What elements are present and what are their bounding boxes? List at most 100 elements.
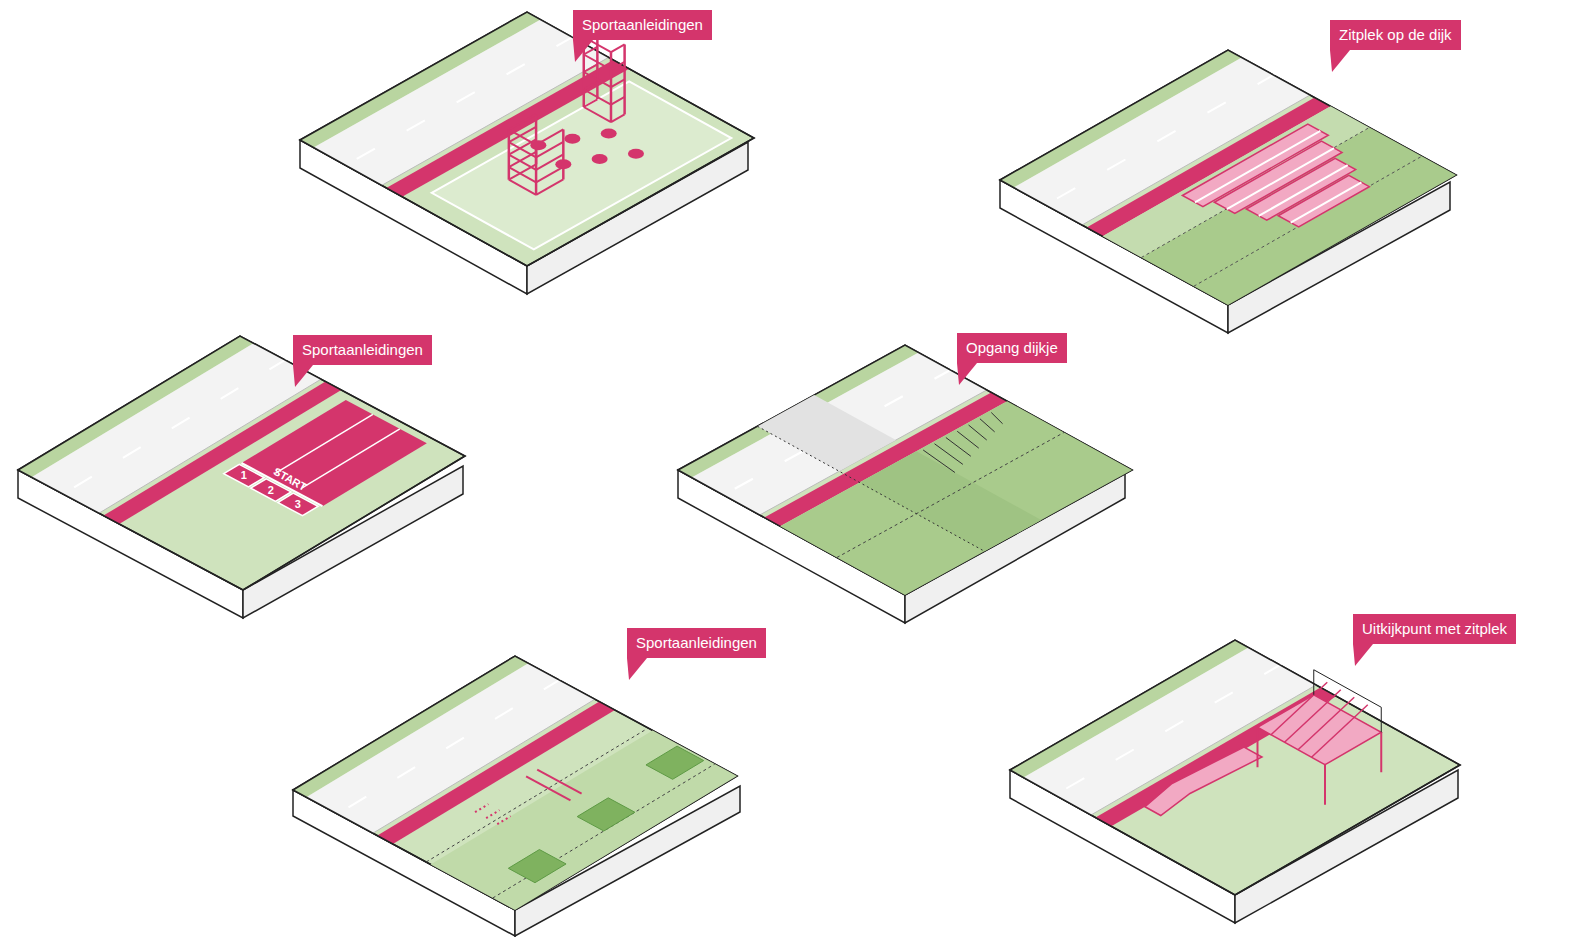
tile-outline bbox=[678, 345, 1132, 595]
exercise-mark bbox=[486, 810, 499, 818]
tile bbox=[1000, 50, 1456, 333]
platform-seat bbox=[1312, 705, 1368, 758]
tile-top bbox=[678, 345, 1132, 595]
stepping-dot bbox=[555, 159, 571, 169]
callout-box: Uitkijkpunt met zitplek bbox=[1353, 614, 1516, 644]
sport-frame bbox=[611, 79, 625, 87]
ramp bbox=[1145, 747, 1262, 816]
sport-frame bbox=[509, 127, 536, 142]
stepping-dot bbox=[530, 140, 546, 150]
callout-box: Opgang dijkje bbox=[957, 333, 1067, 363]
sport-frame bbox=[584, 99, 598, 107]
tile-outline bbox=[18, 336, 465, 590]
road-marking bbox=[1066, 778, 1084, 788]
stair-step bbox=[991, 413, 1002, 424]
road-marking bbox=[397, 767, 415, 778]
road-marking bbox=[507, 64, 525, 74]
road-marking bbox=[457, 92, 475, 102]
platform-seat bbox=[1271, 682, 1327, 735]
dike-line bbox=[493, 764, 715, 898]
sport-frame bbox=[584, 107, 611, 122]
platform-leg bbox=[1380, 732, 1382, 772]
road-marking bbox=[172, 418, 190, 429]
exercise-mark bbox=[537, 770, 581, 794]
sport-frame bbox=[611, 62, 625, 70]
sport-frame bbox=[584, 82, 598, 90]
tile-top bbox=[1010, 640, 1460, 895]
road-marking bbox=[357, 149, 375, 159]
stepping-dot bbox=[628, 149, 644, 159]
road-marking bbox=[785, 451, 803, 461]
dike-line bbox=[837, 433, 1064, 558]
road-marking bbox=[735, 479, 753, 489]
running-track bbox=[242, 400, 427, 506]
road-marking bbox=[1165, 721, 1183, 731]
seating-step bbox=[1278, 175, 1369, 227]
sport-frame bbox=[584, 72, 611, 87]
sport-frame bbox=[509, 114, 536, 129]
road-marking bbox=[123, 447, 141, 458]
tile bbox=[18, 336, 465, 618]
callout-box: Zitplek op de dijk bbox=[1330, 20, 1461, 50]
road-marking bbox=[495, 708, 513, 719]
dike-ramp bbox=[860, 451, 1042, 551]
sport-frame bbox=[611, 114, 625, 122]
lane-line bbox=[302, 429, 400, 488]
dike-line bbox=[757, 426, 984, 551]
tile bbox=[293, 656, 740, 936]
exercise-mark bbox=[526, 776, 570, 800]
lane-number: 2 bbox=[268, 485, 274, 496]
stair-step bbox=[923, 450, 955, 473]
sport-frame bbox=[584, 64, 598, 72]
callout-text: Sportaanleidingen bbox=[582, 16, 703, 33]
tile-top bbox=[293, 656, 737, 910]
dike-line bbox=[1141, 128, 1369, 258]
tile-top bbox=[300, 12, 754, 266]
sport-frame bbox=[584, 90, 611, 105]
callout-text: Sportaanleidingen bbox=[302, 341, 423, 358]
railing bbox=[1313, 670, 1314, 695]
road-marking bbox=[1215, 692, 1233, 702]
callout-tail bbox=[1353, 644, 1375, 668]
callout-text: Opgang dijkje bbox=[966, 339, 1058, 356]
exercise-mark bbox=[497, 816, 510, 824]
road-marking bbox=[349, 797, 367, 808]
exercise-mat bbox=[646, 746, 704, 779]
platform-leg bbox=[1324, 765, 1326, 805]
sport-frame bbox=[611, 97, 625, 105]
tile-top bbox=[18, 336, 465, 590]
tile-outline bbox=[1000, 50, 1456, 305]
sport-frame bbox=[509, 180, 536, 195]
callout-text: Zitplek op de dijk bbox=[1339, 26, 1452, 43]
platform-seat bbox=[1285, 690, 1341, 743]
stair-step bbox=[980, 419, 995, 432]
road-marking bbox=[1116, 750, 1134, 760]
sport-frame bbox=[509, 167, 536, 182]
callout-box: Sportaanleidingen bbox=[293, 335, 432, 365]
callout-tail bbox=[293, 365, 315, 389]
dike-road bbox=[757, 395, 895, 471]
tile-outline bbox=[293, 656, 737, 910]
tile-top bbox=[1000, 50, 1456, 305]
sport-field bbox=[432, 81, 732, 249]
stair-step bbox=[957, 431, 979, 448]
sport-frame bbox=[536, 167, 563, 182]
road-marking bbox=[1057, 188, 1075, 198]
sport-frame bbox=[584, 55, 611, 70]
callout-text: Sportaanleidingen bbox=[636, 634, 757, 651]
platform-seat bbox=[1298, 697, 1354, 750]
sport-frame bbox=[611, 44, 625, 52]
callout-box: Sportaanleidingen bbox=[627, 628, 766, 658]
callout-box: Sportaanleidingen bbox=[573, 10, 712, 40]
tile-outline bbox=[300, 12, 754, 266]
exercise-mark bbox=[475, 804, 488, 812]
callout-tail bbox=[573, 40, 595, 64]
railing bbox=[1381, 707, 1382, 732]
exercise-mat bbox=[508, 850, 566, 883]
callout-tail bbox=[957, 363, 979, 387]
sport-frame bbox=[536, 179, 563, 194]
lane-line bbox=[275, 414, 373, 473]
road-marking bbox=[74, 477, 92, 488]
road-marking bbox=[446, 738, 464, 749]
